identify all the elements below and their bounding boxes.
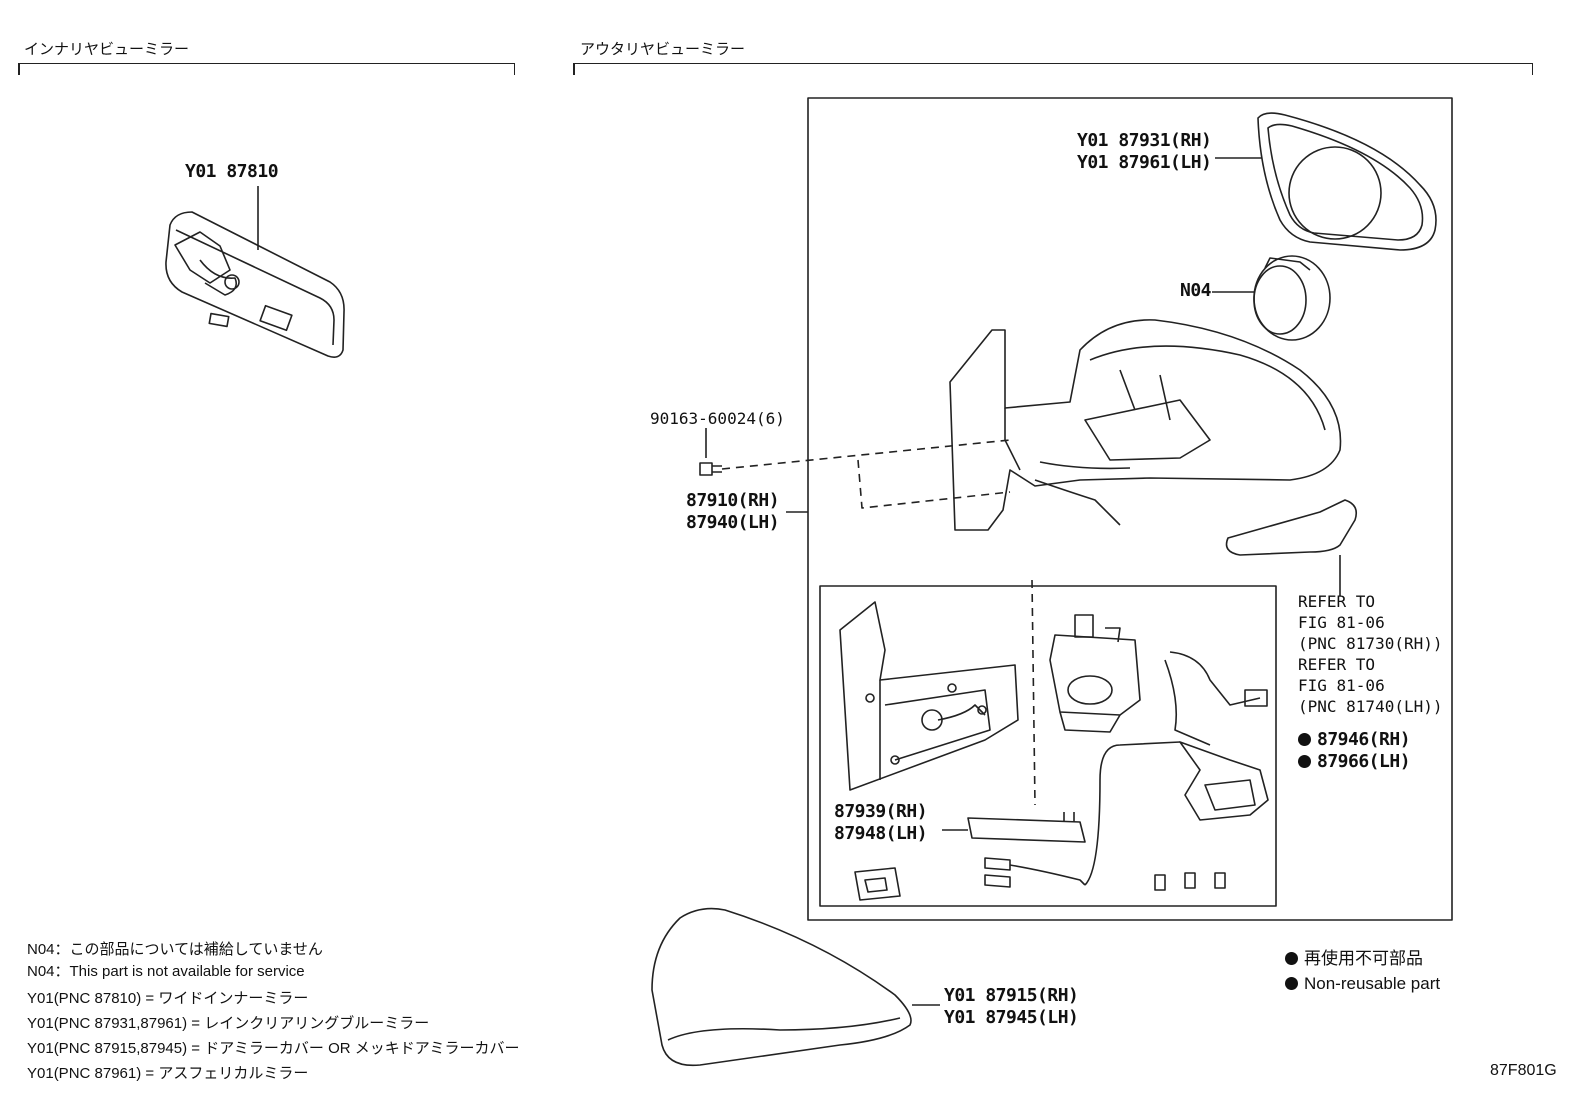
inner-section-bracket: [18, 63, 515, 75]
note-n04-jp: N04：この部品については補給していません: [27, 941, 323, 958]
figure-code: 87F801G: [1490, 1062, 1557, 1079]
refer-text-3: (PNC 81730(RH)): [1298, 634, 1443, 653]
mirror-glass-drawing: [1215, 112, 1437, 251]
lamp-lh-part-number: 87948(LH): [834, 823, 928, 844]
motor-rh-part-number: 87946(RH): [1298, 729, 1411, 750]
mirror-glass-lh-part-number: Y01 87961(LH): [1077, 152, 1212, 173]
legend-dot-icon: [1285, 977, 1298, 990]
inner-mirror-drawing: [165, 186, 345, 358]
refer-text-4: REFER TO: [1298, 655, 1376, 674]
legend-dot-icon: [1285, 952, 1298, 965]
mirror-motor-drawing: [1049, 614, 1141, 733]
outer-assembly-frame: [807, 97, 1453, 921]
non-reusable-dot: [1298, 755, 1311, 768]
outer-section-bracket: [573, 63, 1533, 75]
side-lamp-drawing: [942, 812, 1086, 888]
n04-part-label: N04: [1180, 280, 1212, 301]
outer-mirror-section-title: アウタリヤビューミラー: [580, 40, 746, 58]
inner-mirror-section-title: インナリヤビューミラー: [24, 40, 190, 58]
note-n04-en: N04：This part is not available for servi…: [27, 963, 305, 980]
non-reusable-dot: [1298, 733, 1311, 746]
refer-text-5: FIG 81-06: [1298, 676, 1385, 695]
mirror-glass-rh-part-number: Y01 87931(RH): [1077, 130, 1212, 151]
note-y01-87915: Y01(PNC 87915,87945) = ドアミラーカバー OR メッキドア…: [27, 1040, 520, 1057]
refer-text-2: FIG 81-06: [1298, 613, 1385, 632]
bracket-plate-drawing: [839, 601, 1019, 791]
motor-lh-part-number: 87966(LH): [1298, 751, 1411, 772]
legend-en: Non-reusable part: [1285, 972, 1440, 996]
n04-part-drawing: [1212, 255, 1331, 341]
assembly-rh-part-number: 87910(RH): [686, 490, 780, 511]
screw-drawing: [699, 428, 1036, 806]
wire-harness-drawing: [1084, 651, 1269, 886]
screw-part-number: 90163-60024(6): [650, 409, 785, 428]
mirror-cover-drawing: [651, 907, 940, 1067]
note-y01-87810: Y01(PNC 87810) = ワイドインナーミラー: [27, 990, 309, 1007]
assembly-lh-part-number: 87940(LH): [686, 512, 780, 533]
refer-text-1: REFER TO: [1298, 592, 1376, 611]
clip-drawing: [854, 867, 901, 901]
refer-text-6: (PNC 81740(LH)): [1298, 697, 1443, 716]
lamp-rh-part-number: 87939(RH): [834, 801, 928, 822]
mirror-housing-drawing: [949, 319, 1342, 531]
note-y01-87931: Y01(PNC 87931,87961) = レインクリアリングブルーミラー: [27, 1015, 430, 1032]
cover-lh-part-number: Y01 87945(LH): [944, 1007, 1079, 1028]
sub-assembly-frame: [819, 585, 1277, 907]
note-y01-87961: Y01(PNC 87961) = アスフェリカルミラー: [27, 1065, 309, 1082]
turn-signal-drawing: [1225, 499, 1358, 596]
inner-mirror-part-number: Y01 87810: [185, 161, 279, 182]
cover-rh-part-number: Y01 87915(RH): [944, 985, 1079, 1006]
small-screws-drawing: [1154, 872, 1226, 891]
legend-jp: 再使用不可部品: [1285, 947, 1423, 971]
